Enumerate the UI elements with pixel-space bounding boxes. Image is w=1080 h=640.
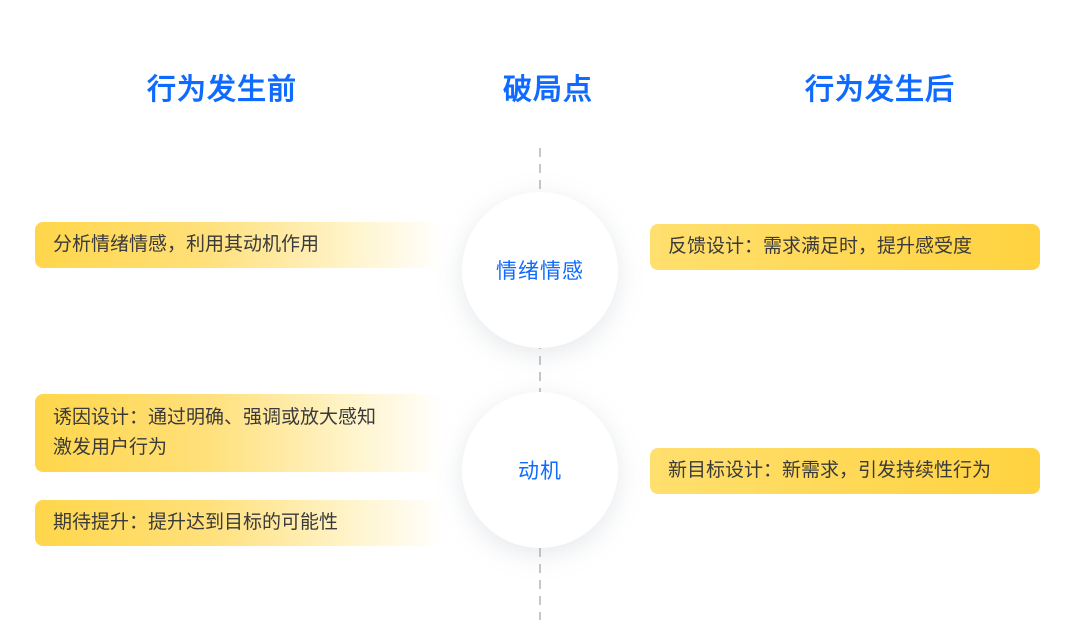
right-note-feedback-design: 反馈设计：需求满足时，提升感受度 [650,224,1040,270]
node-circle-motivation: 动机 [462,392,618,548]
node-label-emotion: 情绪情感 [496,260,584,283]
column-header-after-behavior: 行为发生后 [804,74,956,106]
left-note-analyze-emotion: 分析情绪情感，利用其动机作用 [35,222,443,268]
left-note-expectation-boost: 期待提升：提升达到目标的可能性 [35,500,443,546]
vertical-dashed-connector [539,148,541,620]
column-header-breakthrough-point: 破局点 [502,74,594,106]
left-note-incentive-design: 诱因设计：通过明确、强调或放大感知 激发用户行为 [35,394,443,472]
node-label-motivation: 动机 [518,460,562,483]
node-circle-emotion: 情绪情感 [462,192,618,348]
column-header-before-behavior: 行为发生前 [146,74,298,106]
right-note-new-goal-design: 新目标设计：新需求，引发持续性行为 [650,448,1040,494]
